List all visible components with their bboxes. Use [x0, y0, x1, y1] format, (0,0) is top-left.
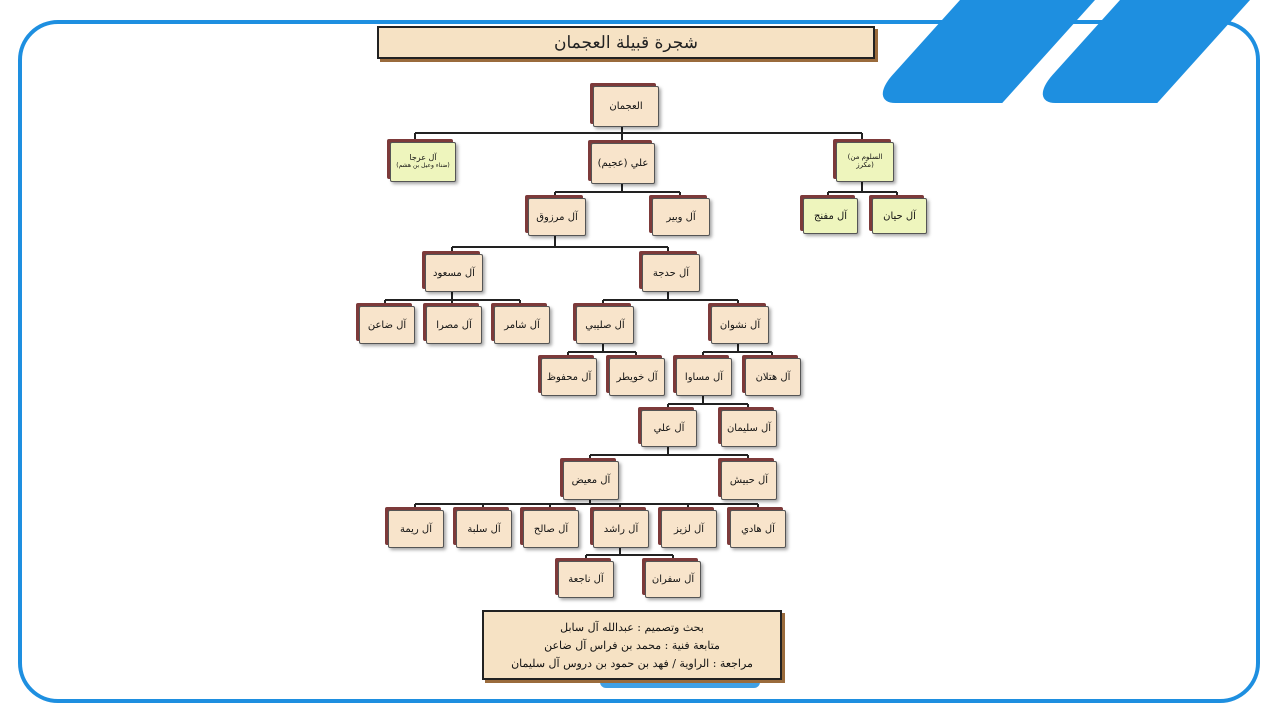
node-urja: آل عرجا (ضناء وعيل بن هشم): [390, 142, 456, 182]
node-salloum: (السلوم من مكرز): [836, 142, 894, 182]
node-nashwan: آل نشوان: [711, 306, 769, 344]
node-shamer: آل شامر: [494, 306, 550, 344]
node-rashed: آل راشد: [593, 510, 649, 548]
credits-box: بحث وتصميم : عبدالله آل سابل متابعة فنية…: [482, 610, 782, 680]
node-musawa: آل مساوا: [676, 358, 732, 396]
node-rima: آل ريمة: [388, 510, 444, 548]
node-marzouq: آل مرزوق: [528, 198, 586, 236]
node-wabir: آل وبير: [652, 198, 710, 236]
node-laziz: آل لزيز: [661, 510, 717, 548]
node-sulaiman: آل سليمان: [721, 410, 777, 447]
tree-title: شجرة قبيلة العجمان: [377, 26, 875, 59]
node-hayyan: آل حيان: [872, 198, 927, 234]
node-masud: آل مسعود: [425, 254, 483, 292]
node-safran: آل سفران: [645, 561, 701, 598]
node-ali2: آل علي: [641, 410, 697, 447]
node-hubaish: آل حبيش: [721, 461, 777, 500]
credit-line-review: مراجعة : الراوية / فهد بن حمود بن دروس آ…: [511, 656, 753, 670]
node-hadija: آل حدجة: [642, 254, 700, 292]
node-najea: آل ناجعة: [558, 561, 614, 598]
node-mahfouz: آل محفوظ: [541, 358, 597, 396]
node-mueid: آل معيض: [563, 461, 619, 500]
node-salba: آل سلبة: [456, 510, 512, 548]
node-urja-label: آل عرجا: [409, 153, 437, 163]
node-ajman: العجمان: [593, 86, 659, 127]
node-hatlan: آل هتلان: [745, 358, 801, 396]
node-ali: علي (عجيم): [591, 143, 655, 184]
node-urja-note: (ضناء وعيل بن هشم): [396, 162, 450, 170]
node-hadi: آل هادي: [730, 510, 786, 548]
node-daaen: آل ضاعن: [359, 306, 415, 344]
credit-line-research: بحث وتصميم : عبدالله آل سابل: [560, 620, 704, 634]
node-masra: آل مصرا: [426, 306, 482, 344]
node-khuwaitir: آل خويطر: [609, 358, 665, 396]
node-mufannaj: آل مفنج: [803, 198, 858, 234]
node-sulaibi: آل صليبي: [576, 306, 634, 344]
node-saleh: آل صالح: [523, 510, 579, 548]
blue-frame: [18, 20, 1260, 703]
credit-line-technical: متابعة فنية : محمد بن فراس آل ضاعن: [544, 638, 720, 652]
